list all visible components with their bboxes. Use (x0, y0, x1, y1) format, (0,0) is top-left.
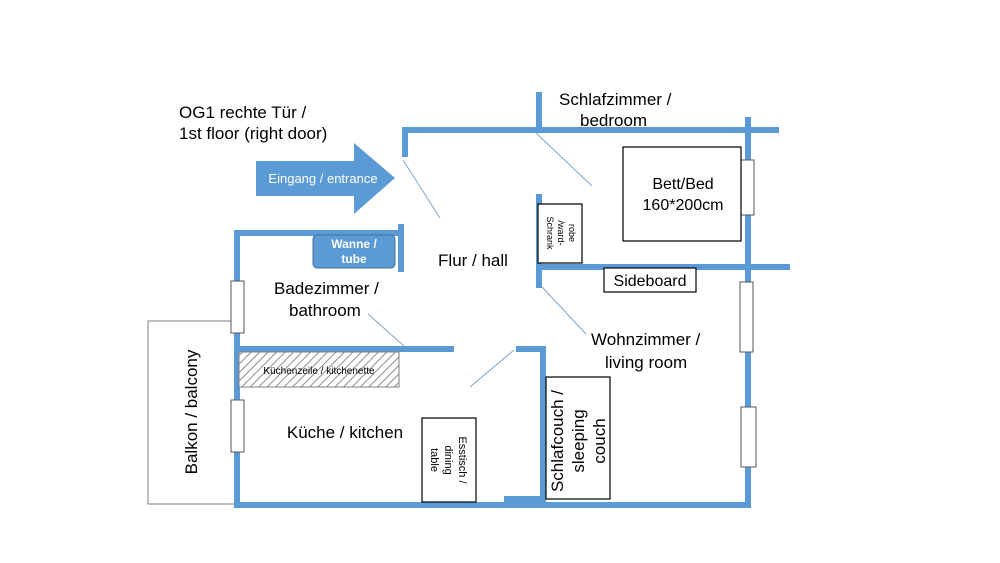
wall-entrance-stub (402, 127, 408, 157)
hall-label: Flur / hall (438, 251, 508, 270)
wall-right-living (745, 268, 751, 508)
wall-bedroom-bottom (536, 264, 790, 270)
wall-kitchen-top-right (516, 346, 546, 352)
sleeping-couch-label-line3: couch (590, 418, 609, 463)
bedroom-label-line2: bedroom (580, 111, 647, 130)
wardrobe-label-line1: Schrank (545, 216, 555, 250)
door-kitchen (469, 349, 515, 388)
wall-bath-top (234, 230, 404, 236)
wardrobe (537, 203, 583, 264)
wall-kitchen-living (540, 346, 546, 508)
wardrobe-label-line3: robe (567, 224, 577, 242)
wall-bottom (234, 502, 751, 508)
living-room-label-line1: Wohnzimmer / (591, 330, 701, 349)
bathroom-label-line1: Badezimmer / (274, 279, 379, 298)
floor-title-line2: 1st floor (right door) (179, 124, 327, 143)
window-bedroom (740, 159, 755, 216)
bed (622, 146, 742, 242)
bed-label-line2: 160*200cm (643, 197, 724, 214)
dining-table-label: Esstisch / dining table (428, 436, 468, 484)
living-room-label-line2: living room (605, 353, 687, 372)
dining-table-label-line2: dining (442, 445, 454, 474)
wardrobe-label: Schrank /ward- robe (545, 216, 577, 250)
window-left-lower (230, 399, 245, 453)
entrance-arrow (256, 143, 395, 214)
floor-title-line1: OG1 rechte Tür / (179, 103, 307, 122)
sideboard-label: Sideboard (614, 273, 687, 290)
sideboard (603, 267, 697, 293)
radiator-block (504, 496, 542, 506)
door-bathroom (367, 313, 405, 347)
wall-living-stub (536, 264, 542, 288)
kitchen-label: Küche / kitchen (287, 423, 403, 442)
kitchenette-label: Küchenzeile / kitchenette (263, 366, 375, 377)
dining-table-label-line3: table (428, 448, 440, 472)
balcony-label: Balkon / balcony (182, 349, 201, 474)
wall-bedroom-top-stub (536, 92, 542, 133)
wall-bath-bottom (234, 346, 454, 352)
door-entrance (402, 159, 441, 219)
door-living (541, 286, 587, 335)
window-living-upper (739, 281, 754, 353)
door-bedroom (535, 132, 593, 187)
window-living-lower (740, 406, 757, 468)
wardrobe-label-line2: /ward- (556, 220, 566, 245)
entrance-label: Eingang / entrance (268, 171, 377, 186)
bathtub-label-line1: Wanne / (331, 237, 377, 251)
sleeping-couch-label-line2: sleeping (569, 409, 588, 472)
kitchenette (238, 351, 400, 388)
wall-bath-right (398, 224, 404, 272)
bathroom-label-line2: bathroom (289, 301, 361, 320)
window-left-upper (230, 280, 245, 334)
sleeping-couch-label: Schlafcouch / sleeping couch (548, 390, 609, 492)
bathtub-label-line2: tube (341, 252, 367, 266)
dining-table (421, 417, 477, 503)
bedroom-label-line1: Schlafzimmer / (559, 90, 672, 109)
bed-label-line1: Bett/Bed (652, 176, 713, 193)
sleeping-couch (545, 376, 611, 500)
wall-left (234, 230, 240, 508)
bathtub (312, 234, 396, 269)
sleeping-couch-label-line1: Schlafcouch / (548, 390, 567, 492)
dining-table-label-line1: Esstisch / (456, 436, 468, 484)
wall-top-entrance (402, 127, 779, 133)
